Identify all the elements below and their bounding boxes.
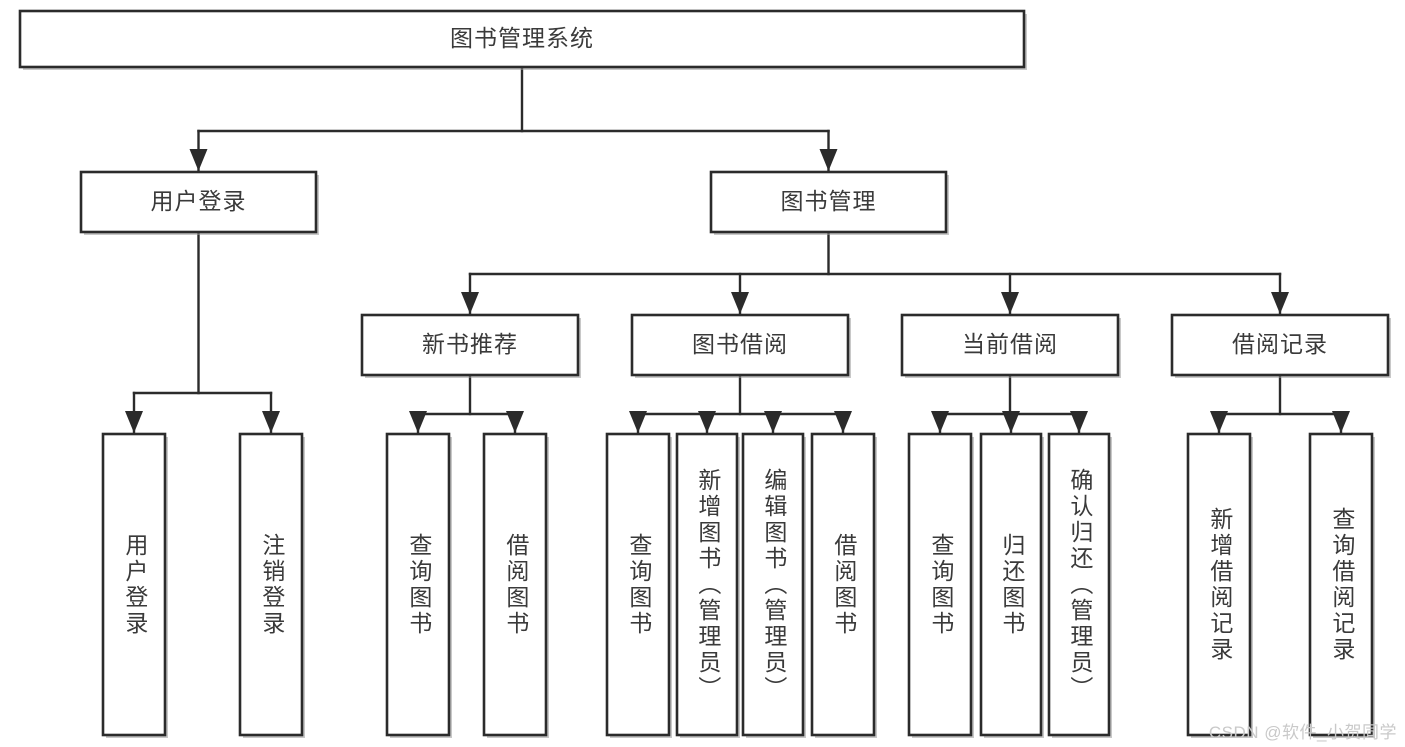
leaf-box-12[interactable] — [1308, 432, 1374, 737]
edge-l3-2-arrow-2 — [1070, 411, 1088, 433]
boxes-layer — [18, 9, 1390, 737]
leaf-box-10[interactable] — [1047, 432, 1111, 737]
edge-bookmgmt-arrow-1 — [731, 292, 749, 314]
edge-root-arrow-0 — [189, 149, 208, 171]
leaf-box-7[interactable] — [810, 432, 876, 737]
edges-layer — [125, 65, 1350, 434]
edge-l3-0-arrow-0 — [409, 411, 427, 433]
node-l2-box-1[interactable] — [709, 170, 948, 234]
edge-l3-1-arrow-0 — [629, 411, 647, 433]
edge-bookmgmt-arrow-2 — [1001, 292, 1019, 314]
csdn-watermark: CSDN @软件_小贺同学 — [1208, 723, 1397, 742]
edge-l3-1-arrow-1 — [698, 411, 716, 433]
node-l3-label-0: 新书推荐 — [422, 331, 518, 357]
node-l3-box-1[interactable] — [630, 313, 850, 377]
edge-l3-0-arrow-1 — [506, 411, 524, 433]
leaf-box-5[interactable] — [675, 432, 739, 737]
leaf-box-9[interactable] — [979, 432, 1043, 737]
node-l3-box-0[interactable] — [360, 313, 580, 377]
edge-bookmgmt-arrow-0 — [461, 292, 479, 314]
node-l3-box-2[interactable] — [900, 313, 1120, 377]
node-root-label: 图书管理系统 — [450, 25, 594, 51]
edge-userlogin-arrow-0 — [125, 411, 143, 433]
node-l2-label-1: 图书管理 — [781, 188, 877, 214]
edge-root-arrow-1 — [819, 149, 838, 171]
node-l2-label-0: 用户登录 — [151, 188, 247, 214]
node-l3-label-2: 当前借阅 — [962, 331, 1058, 357]
edge-userlogin-arrow-1 — [262, 411, 280, 433]
edge-l3-1-arrow-3 — [834, 411, 852, 433]
edge-bookmgmt-arrow-3 — [1271, 292, 1289, 314]
leaf-box-6[interactable] — [741, 432, 805, 737]
node-l3-label-1: 图书借阅 — [692, 331, 788, 357]
leaf-box-2[interactable] — [385, 432, 451, 737]
leaf-box-8[interactable] — [907, 432, 973, 737]
leaf-box-0[interactable] — [101, 432, 167, 737]
node-l3-box-3[interactable] — [1170, 313, 1390, 377]
leaf-box-4[interactable] — [605, 432, 671, 737]
node-l3-label-3: 借阅记录 — [1232, 331, 1328, 357]
edge-l3-2-arrow-1 — [1002, 411, 1020, 433]
edge-l3-3-arrow-0 — [1210, 411, 1228, 433]
node-l2-box-0[interactable] — [79, 170, 318, 234]
edge-l3-3-arrow-1 — [1332, 411, 1350, 433]
leaf-box-1[interactable] — [238, 432, 304, 737]
edge-l3-1-arrow-2 — [764, 411, 782, 433]
node-root-box[interactable] — [18, 9, 1026, 69]
leaf-box-11[interactable] — [1186, 432, 1252, 737]
leaf-box-3[interactable] — [482, 432, 548, 737]
edge-l3-2-arrow-0 — [931, 411, 949, 433]
